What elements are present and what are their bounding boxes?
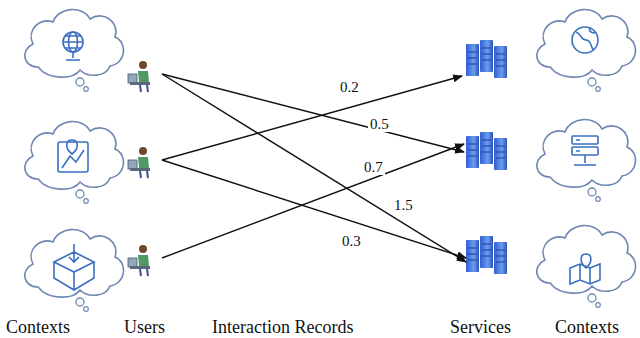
edge-weight: 1.5 [392, 198, 415, 213]
column-label: Interaction Records [212, 318, 353, 336]
column-label: Contexts [6, 318, 70, 336]
column-label: Services [450, 318, 511, 336]
column-label: Users [124, 318, 165, 336]
edge-weight: 0.2 [338, 80, 361, 95]
column-label: Contexts [555, 318, 619, 336]
edge-weight: 0.7 [362, 160, 385, 175]
edge-weight: 0.5 [368, 117, 391, 132]
edge-weight: 0.3 [340, 234, 363, 249]
